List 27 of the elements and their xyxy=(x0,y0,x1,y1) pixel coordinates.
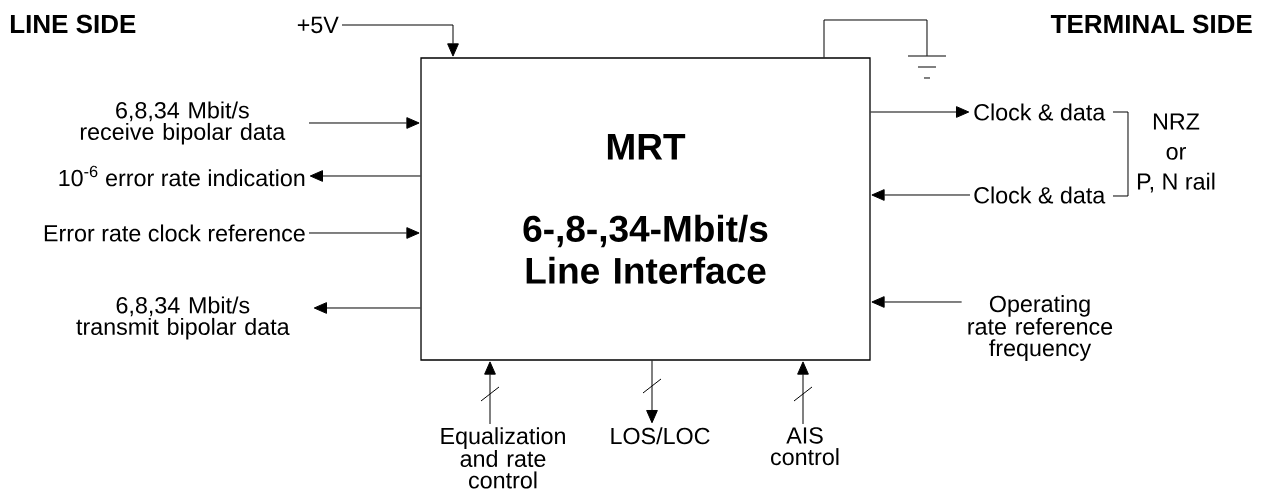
signal-label: NRZ or P, N rail xyxy=(1138,113,1215,193)
arrow xyxy=(308,117,420,129)
signal-label: 6,8,34 Mbit/s receive bipolar data xyxy=(80,101,286,145)
arrow xyxy=(871,189,971,201)
signal-label: Clock & data xyxy=(974,186,1106,204)
pin-label: +5V xyxy=(297,16,339,34)
signal-label: 10$^{-6}$ error rate indication xyxy=(59,165,305,187)
signal-label: Operating rate reference frequency xyxy=(968,295,1113,361)
signal-label: AIS control xyxy=(771,427,839,466)
signal-label: Clock & data xyxy=(974,103,1106,121)
arrow xyxy=(484,361,496,425)
signal-label: 6,8,34 Mbit/s transmit bipolar data xyxy=(76,296,290,340)
arrow xyxy=(871,296,963,308)
arrow xyxy=(646,360,658,424)
signal-label: LOS/LOC xyxy=(611,427,710,445)
arrow xyxy=(308,227,420,239)
block-box: MRT 6-,8-,34-Mbit/s Line Interface xyxy=(420,57,871,361)
side-heading: TERMINAL SIDE xyxy=(1050,14,1252,34)
signal-label: Equalization and rate control xyxy=(441,427,565,489)
signal-label: Error rate clock reference xyxy=(44,224,305,242)
ground-symbol xyxy=(907,55,947,79)
side-heading: LINE SIDE xyxy=(10,14,136,34)
arrow xyxy=(870,106,970,118)
arrow xyxy=(313,302,421,314)
arrow xyxy=(309,170,421,182)
arrow xyxy=(341,24,459,57)
arrow xyxy=(797,361,809,425)
